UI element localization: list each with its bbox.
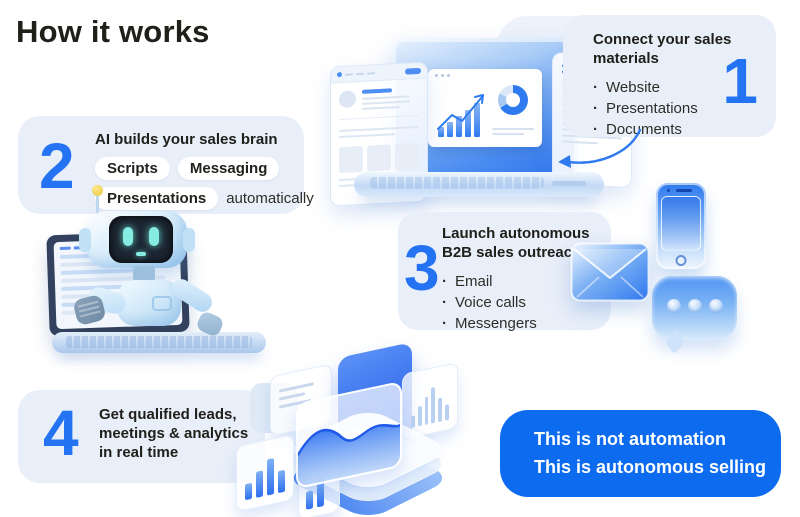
- presentation-slide: [428, 69, 542, 147]
- antenna-icon: [92, 185, 103, 213]
- chat-bubble-icon: [652, 276, 737, 340]
- phone-screen: [661, 196, 701, 251]
- robot-body: [117, 280, 181, 326]
- step-1-title: Connect your sales materials: [593, 31, 732, 67]
- list-item: Website: [593, 77, 733, 98]
- window-dots-icon: [435, 74, 450, 77]
- analytics-illustration: [236, 342, 484, 517]
- trend-line-icon: [437, 94, 484, 130]
- step-2-suffix: automatically: [226, 189, 314, 207]
- step-1-number: 1: [722, 45, 758, 117]
- bar-chart-panel: [236, 433, 294, 513]
- robot-eye: [149, 227, 159, 246]
- step-3-list: Email Voice calls Messengers: [442, 271, 602, 335]
- phone-speaker: [675, 189, 692, 192]
- laptop-illustration: [330, 16, 632, 207]
- step-2-title: AI builds your sales brain: [95, 131, 278, 148]
- donut-chart-icon: [498, 85, 528, 115]
- step-3-title: Launch autonomous B2B sales outreach: [442, 225, 590, 261]
- typing-dots-icon: [652, 299, 737, 313]
- robot-ear: [79, 228, 91, 252]
- step-4-title: Get qualified leads, meetings & analytic…: [99, 406, 249, 461]
- robot-laptop-keyboard: [52, 332, 266, 353]
- avatar: [339, 90, 356, 109]
- area-chart-icon: [296, 423, 402, 487]
- step-card-4: 4 Get qualified leads, meetings & analyt…: [18, 390, 265, 483]
- phone-camera: [667, 189, 670, 192]
- robot-mouth: [136, 252, 146, 256]
- list-item: Presentations: [593, 98, 733, 119]
- website-thumbnails: [331, 135, 427, 174]
- list-item: Documents: [593, 119, 733, 140]
- step-4-number: 4: [43, 397, 79, 469]
- step-card-2: 2 AI builds your sales brain Scripts Mes…: [18, 116, 314, 214]
- step-2-number: 2: [39, 130, 75, 202]
- robot-eye: [123, 227, 133, 246]
- cta-line-1: This is not automation: [534, 428, 726, 449]
- robot-neck: [133, 266, 155, 282]
- page-title: How it works: [16, 14, 210, 49]
- step-card-1: Connect your sales materials Website Pre…: [563, 15, 776, 138]
- robot-face: [109, 216, 173, 263]
- list-item: Voice calls: [442, 292, 602, 313]
- trackpad: [552, 181, 586, 186]
- robot-illustration: [28, 185, 328, 372]
- pill-presentations: Presentations: [95, 186, 219, 210]
- laptop-base: [354, 172, 604, 197]
- envelope-icon: [570, 242, 650, 302]
- list-item: Email: [442, 271, 602, 292]
- robot-ear: [183, 228, 195, 252]
- bar-chart-icon: [438, 101, 480, 137]
- slide-caption-lines: [492, 125, 534, 135]
- keyboard: [370, 177, 544, 189]
- cta-line-2: This is autonomous selling: [534, 456, 767, 477]
- robot-head: [79, 185, 195, 268]
- pill-scripts: Scripts: [95, 156, 170, 180]
- area-chart-panel: [296, 380, 402, 490]
- step-3-number: 3: [404, 232, 440, 304]
- robot-chest-badge: [152, 296, 172, 311]
- pill-messaging: Messaging: [177, 156, 280, 180]
- step-1-list: Website Presentations Documents: [593, 77, 733, 141]
- list-item: Messengers: [442, 313, 602, 334]
- phone-icon: [656, 183, 706, 269]
- phone-home-button: [675, 255, 687, 266]
- cta-banner: This is not automation This is autonomou…: [500, 410, 781, 497]
- website-hero: [331, 78, 427, 115]
- curved-arrow-icon: [558, 128, 642, 168]
